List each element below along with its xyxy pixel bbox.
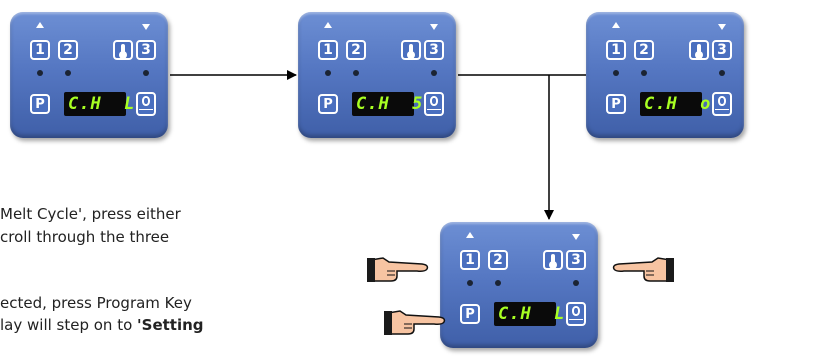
lcd-display: C.H 5 bbox=[352, 92, 422, 116]
led-1 bbox=[613, 70, 619, 76]
led-2 bbox=[495, 280, 501, 286]
key-3[interactable]: 3 bbox=[566, 250, 586, 270]
thermometer-key-icon[interactable] bbox=[113, 40, 133, 60]
lcd-display: C.H L bbox=[494, 302, 564, 326]
on-off-key-icon[interactable] bbox=[136, 92, 156, 116]
up-arrow-icon bbox=[36, 22, 44, 28]
led-1 bbox=[467, 280, 473, 286]
thermometer-key-icon[interactable] bbox=[401, 40, 421, 60]
instruction-line-3: ected, press Program Key bbox=[0, 294, 192, 312]
thermometer-key-icon[interactable] bbox=[689, 40, 709, 60]
controller-panel-1: 1 2 3 P C.H L bbox=[10, 12, 168, 138]
key-2[interactable]: 2 bbox=[58, 40, 78, 60]
key-3[interactable]: 3 bbox=[136, 40, 156, 60]
led-2 bbox=[641, 70, 647, 76]
instruction-line-4: lay will step on to 'Setting bbox=[0, 316, 204, 334]
thermometer-key-icon[interactable] bbox=[543, 250, 563, 270]
down-arrow-icon bbox=[430, 24, 438, 30]
program-key[interactable]: P bbox=[318, 94, 338, 114]
up-arrow-icon bbox=[466, 232, 474, 238]
key-3[interactable]: 3 bbox=[712, 40, 732, 60]
program-key[interactable]: P bbox=[460, 304, 480, 324]
up-arrow-icon bbox=[324, 22, 332, 28]
down-arrow-icon bbox=[572, 234, 580, 240]
instruction-line-2: croll through the three bbox=[0, 228, 170, 246]
led-2 bbox=[353, 70, 359, 76]
controller-panel-3: 1 2 3 P C.H o bbox=[586, 12, 744, 138]
key-1[interactable]: 1 bbox=[606, 40, 626, 60]
on-off-key-icon[interactable] bbox=[712, 92, 732, 116]
key-1[interactable]: 1 bbox=[318, 40, 338, 60]
down-arrow-icon bbox=[718, 24, 726, 30]
led-3 bbox=[573, 280, 579, 286]
pointing-hand-icon bbox=[384, 310, 446, 335]
led-3 bbox=[431, 70, 437, 76]
controller-panel-4: 1 2 3 P C.H L bbox=[440, 222, 598, 348]
on-off-key-icon[interactable] bbox=[424, 92, 444, 116]
pointing-hand-icon bbox=[367, 257, 429, 282]
led-1 bbox=[37, 70, 43, 76]
on-off-key-icon[interactable] bbox=[566, 302, 586, 326]
program-key[interactable]: P bbox=[30, 94, 50, 114]
instruction-line-1: Melt Cycle', press either bbox=[0, 205, 181, 223]
key-1[interactable]: 1 bbox=[460, 250, 480, 270]
key-2[interactable]: 2 bbox=[488, 250, 508, 270]
led-1 bbox=[325, 70, 331, 76]
led-3 bbox=[719, 70, 725, 76]
key-3[interactable]: 3 bbox=[424, 40, 444, 60]
led-2 bbox=[65, 70, 71, 76]
instruction-line-4-text: lay will step on to bbox=[0, 316, 138, 334]
key-2[interactable]: 2 bbox=[634, 40, 654, 60]
pointing-hand-icon bbox=[612, 257, 674, 282]
setting-label: 'Setting bbox=[137, 316, 204, 334]
lcd-display: C.H L bbox=[64, 92, 134, 116]
led-3 bbox=[143, 70, 149, 76]
key-2[interactable]: 2 bbox=[346, 40, 366, 60]
down-arrow-icon bbox=[142, 24, 150, 30]
up-arrow-icon bbox=[612, 22, 620, 28]
program-key[interactable]: P bbox=[606, 94, 626, 114]
lcd-display: C.H o bbox=[640, 92, 710, 116]
key-1[interactable]: 1 bbox=[30, 40, 50, 60]
controller-panel-2: 1 2 3 P C.H 5 bbox=[298, 12, 456, 138]
